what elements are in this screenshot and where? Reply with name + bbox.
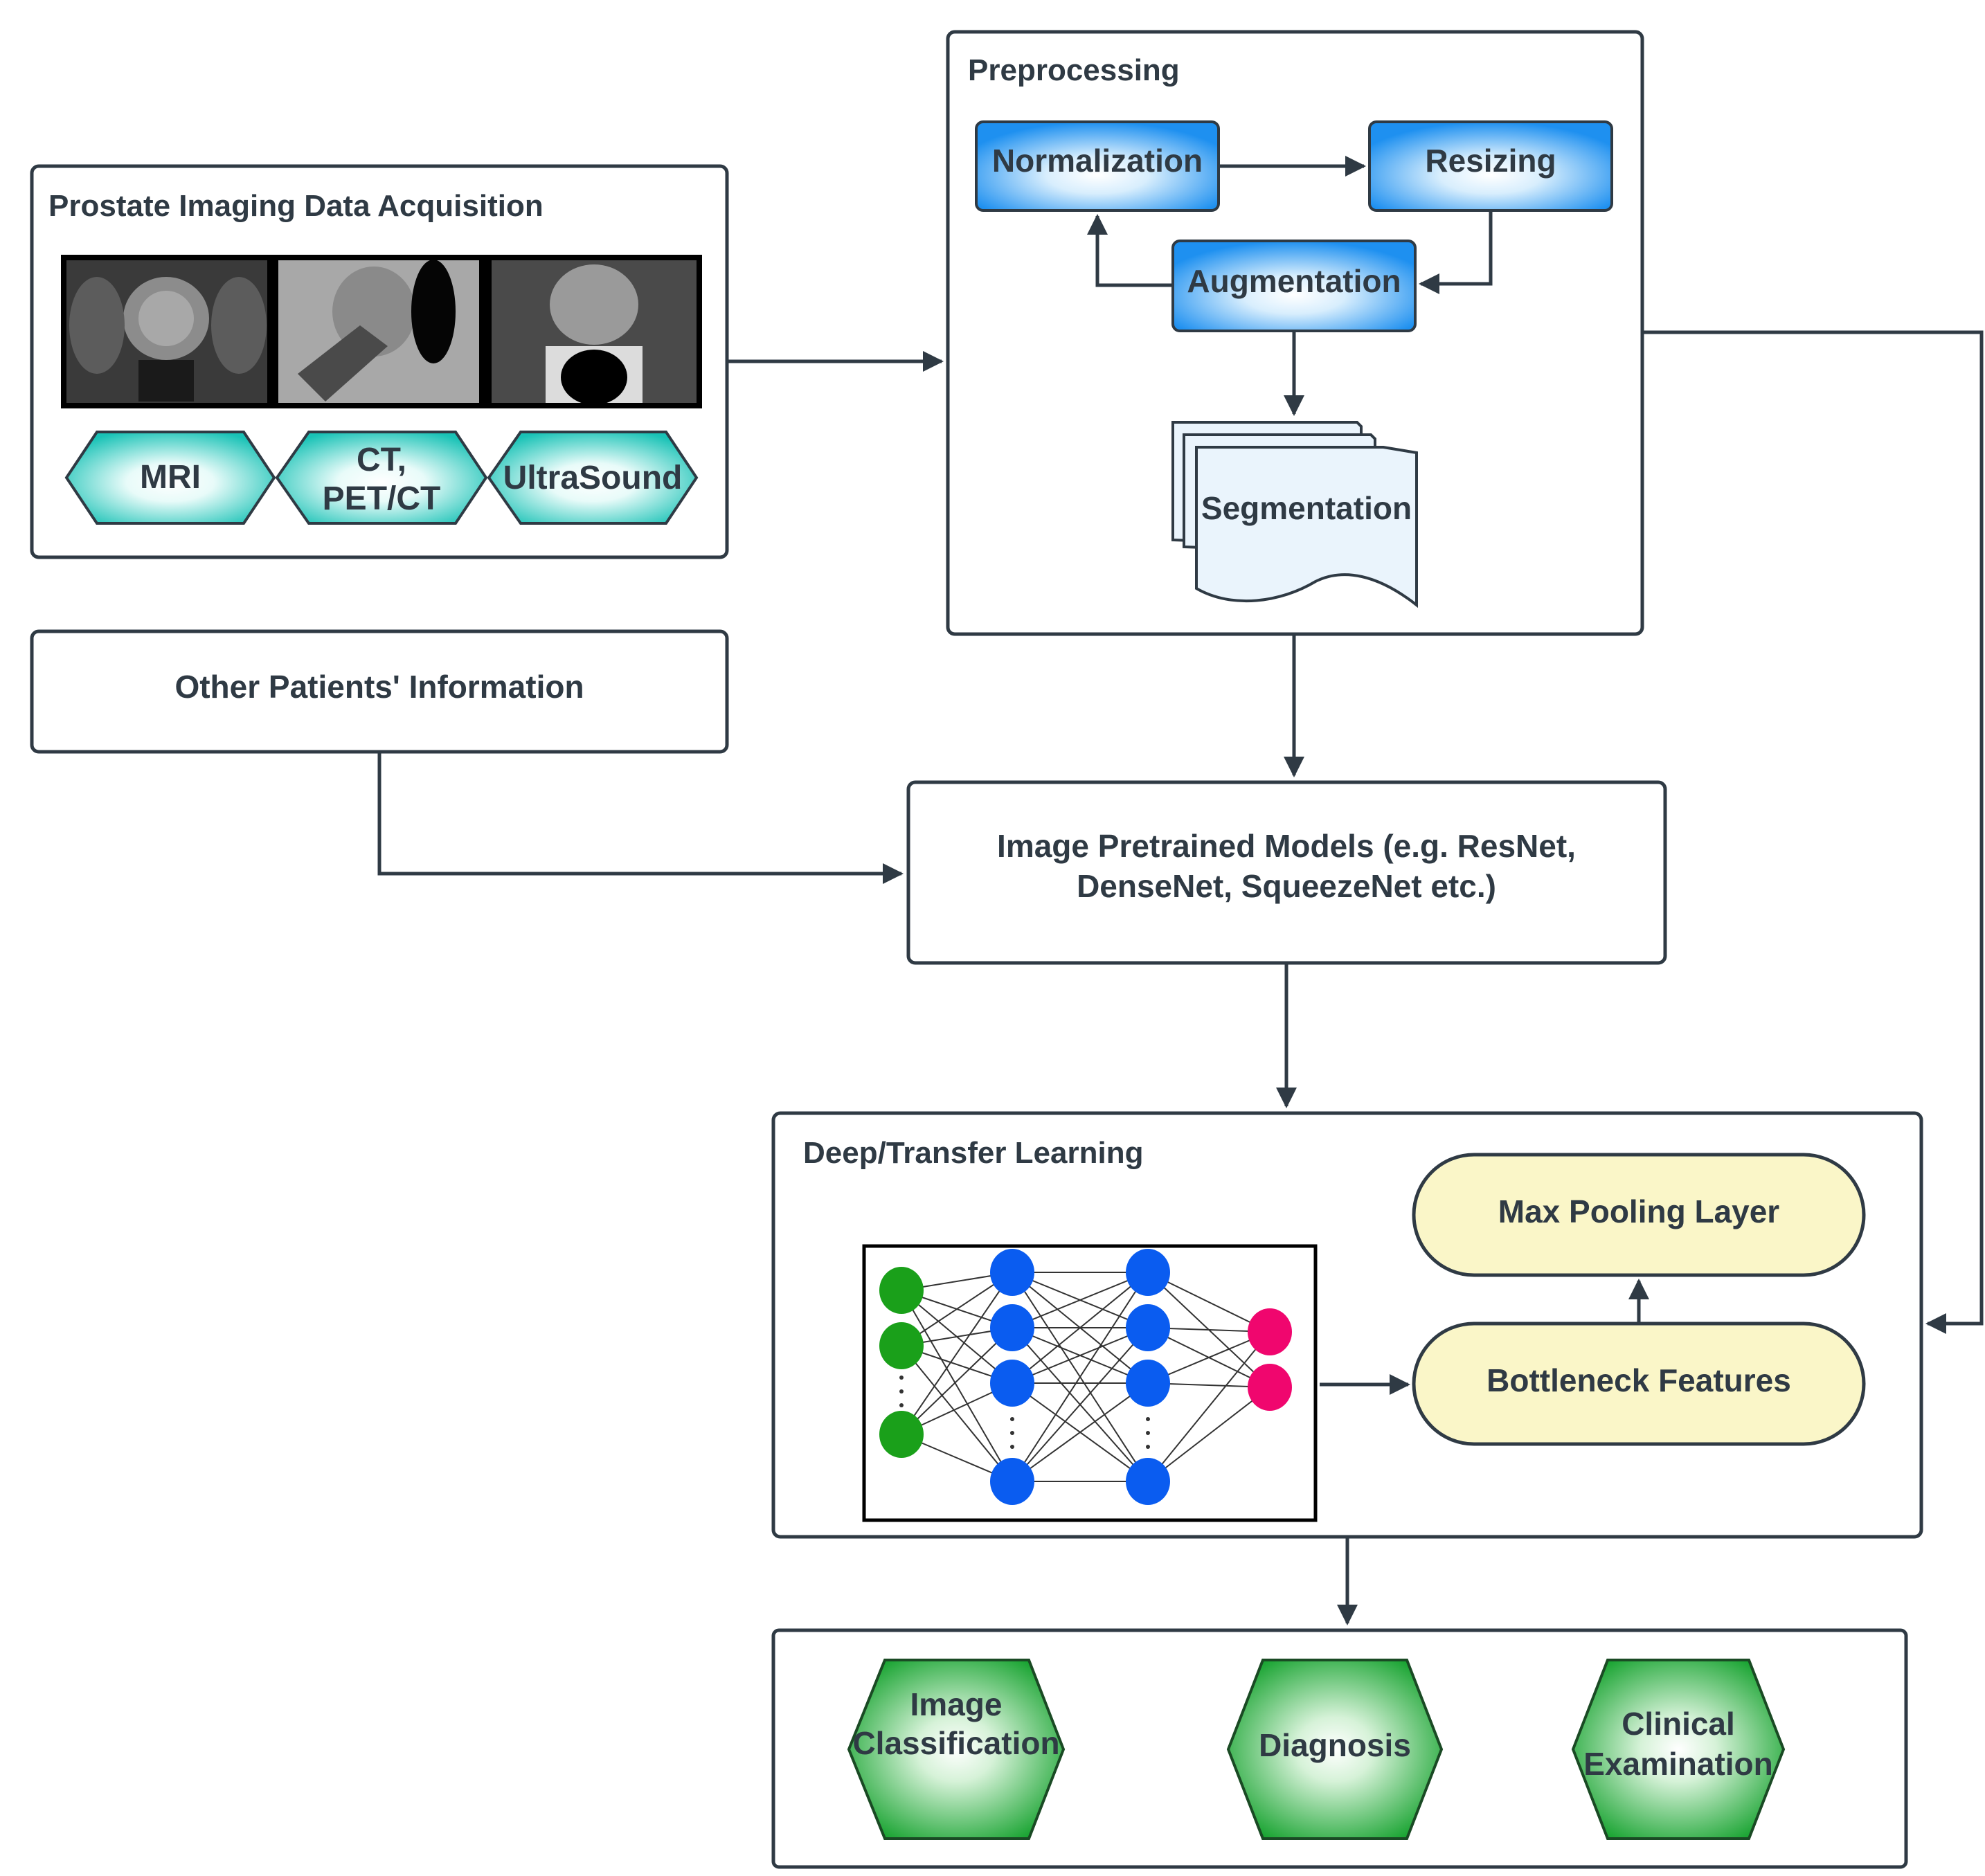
network-node-input [879,1411,924,1458]
pretrained-models-label-line2: DenseNet, SqueezeNet etc.) [1077,868,1496,904]
modality-ct-petct: CT, PET/CT [275,431,488,525]
network-connection [1012,1382,1149,1482]
mri-scan-image-1 [66,260,267,403]
network-ellipsis-dot [1010,1417,1014,1421]
bottleneck-features: Bottleneck Features [1412,1322,1866,1446]
network-node-hidden-1 [990,1249,1034,1296]
output-diagnosis-label: Diagnosis [1259,1727,1411,1763]
output-clinical-examination-line1: Clinical [1622,1706,1735,1742]
network-node-input [879,1322,924,1369]
acquisition-panel: Prostate Imaging Data Acquisition [30,164,729,559]
output-clinical-examination-line2: Examination [1583,1746,1773,1782]
other-patients-info-label: Other Patients' Information [174,669,584,705]
network-connection [1147,1387,1270,1482]
max-pooling-layer: Max Pooling Layer [1412,1153,1866,1277]
modality-mri: MRI [64,431,276,525]
resizing-step: Resizing [1368,120,1613,212]
resizing-label: Resizing [1425,143,1556,179]
outputs-panel: Image Classification Diagnosis Clinical … [771,1628,1908,1869]
segmentation-label: Segmentation [1201,490,1412,526]
network-node-hidden-1 [990,1360,1034,1407]
network-ellipsis-dot [899,1376,904,1380]
network-connection [1012,1327,1149,1482]
pretrained-models-box: Image Pretrained Models (e.g. ResNet, De… [906,780,1667,965]
deep-learning-title: Deep/Transfer Learning [803,1136,1143,1170]
network-node-hidden-2 [1126,1249,1170,1296]
arrow-preprocessing-feedback-to-deep-learning [1642,330,1984,1334]
modality-ct-label-line1: CT, [357,442,406,478]
network-connection [1012,1327,1149,1384]
arrow-patient-info-to-pretrained [377,752,904,884]
mri-scan-image-2 [278,260,479,403]
normalization-label: Normalization [992,143,1203,179]
augmentation-label: Augmentation [1187,263,1401,299]
modality-ct-label-line2: PET/CT [323,480,441,517]
network-connection [1012,1272,1149,1328]
preprocessing-panel: Preprocessing Normalization Resizing Aug… [946,30,1644,636]
mri-scan-image-3 [492,260,697,405]
neural-network-nodes [879,1249,1292,1505]
other-patients-info-box: Other Patients' Information [30,629,729,754]
arrow-augmentation-to-normalization [1087,214,1173,287]
network-connection [901,1272,1013,1435]
max-pooling-label: Max Pooling Layer [1498,1193,1780,1229]
network-ellipsis-dot [899,1389,904,1394]
neural-network-connections [901,1272,1270,1482]
augmentation-step: Augmentation [1171,240,1417,332]
preprocessing-title: Preprocessing [968,53,1180,87]
network-node-output [1248,1308,1292,1355]
network-node-input [879,1267,924,1314]
arrow-resizing-to-augmentation [1419,210,1493,294]
network-node-output [1248,1364,1292,1411]
modality-ultrasound-label: UltraSound [503,460,683,496]
network-ellipsis-dot [1010,1431,1014,1435]
deep-learning-panel: Deep/Transfer Learning Max Pooling Layer… [771,1111,1923,1539]
bottleneck-features-label: Bottleneck Features [1486,1362,1791,1398]
network-connection [901,1290,1013,1482]
normalization-step: Normalization [975,120,1220,212]
network-node-hidden-2 [1126,1304,1170,1351]
network-connection [1012,1272,1149,1384]
output-image-classification: Image Classification [847,1659,1066,1840]
network-node-hidden-1 [990,1458,1034,1505]
output-image-classification-line1: Image [910,1686,1003,1722]
scan-image-strip [61,255,702,408]
segmentation-document: Segmentation [1171,421,1418,608]
network-ellipsis-dot [899,1403,904,1407]
network-ellipsis-dot [1146,1417,1150,1421]
neural-network-figure [862,1244,1318,1522]
modality-mri-label: MRI [140,459,201,496]
network-connection [1147,1331,1270,1482]
network-connection [1147,1272,1270,1333]
network-node-hidden-2 [1126,1360,1170,1407]
output-image-classification-line2: Classification [852,1725,1059,1761]
acquisition-title: Prostate Imaging Data Acquisition [48,189,544,223]
network-ellipsis-dot [1010,1445,1014,1449]
pretrained-models-label-line1: Image Pretrained Models (e.g. ResNet, [997,828,1576,864]
network-connection [901,1345,1013,1482]
network-connection [901,1327,1013,1435]
network-ellipsis-dot [1146,1431,1150,1435]
network-node-hidden-2 [1126,1458,1170,1505]
modality-ultrasound: UltraSound [487,431,699,525]
network-connection [1012,1272,1149,1482]
output-diagnosis: Diagnosis [1226,1659,1444,1840]
output-clinical-examination: Clinical Examination [1571,1659,1786,1840]
network-ellipsis-dot [1146,1445,1150,1449]
network-node-hidden-1 [990,1304,1034,1351]
